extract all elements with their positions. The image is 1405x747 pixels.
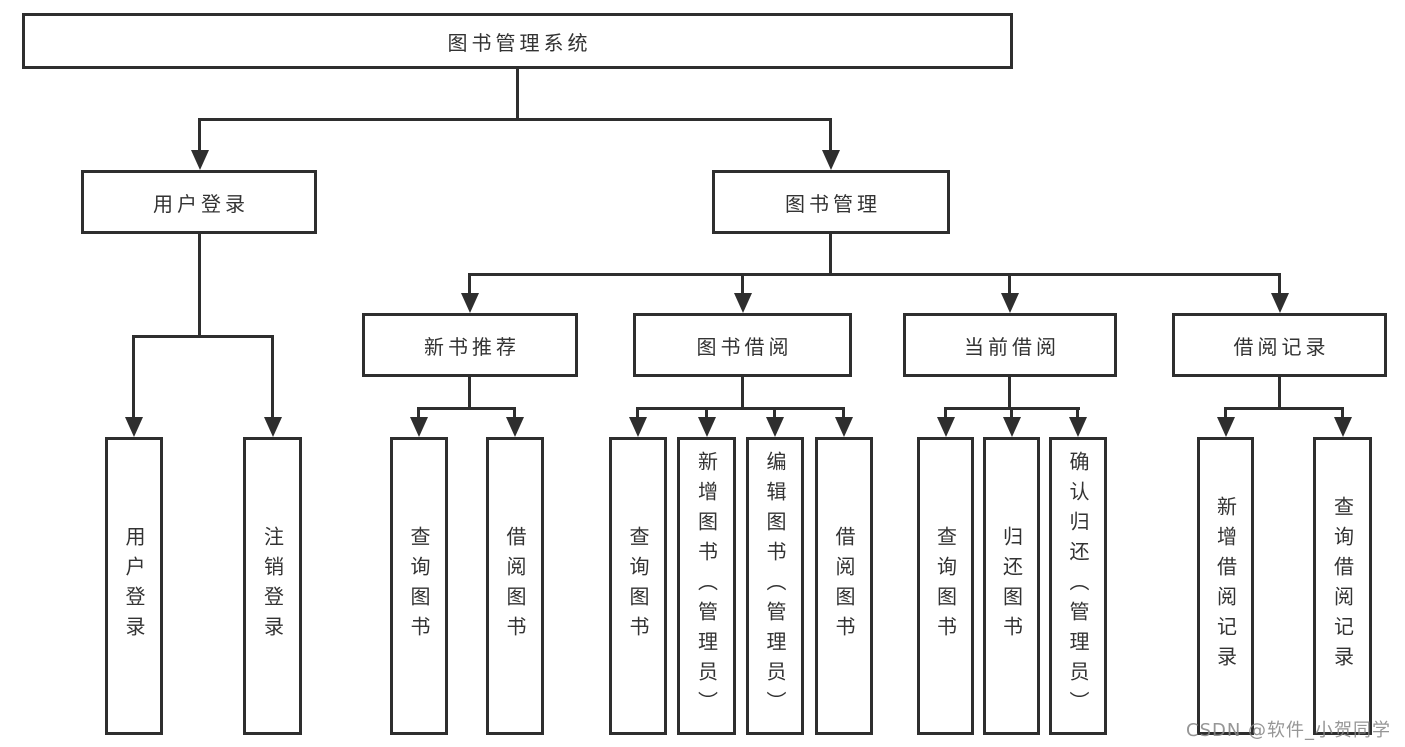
leaf-label: 注销登录 (260, 526, 285, 646)
arrow-down-icon (829, 118, 832, 150)
leaf-label: 新增借阅记录 (1213, 496, 1238, 676)
leaf-borrow-book: 借阅图书 (815, 437, 873, 735)
connector-line (198, 118, 832, 121)
connector-line (516, 69, 519, 118)
node-user-login: 用户登录 (81, 170, 317, 234)
node-label: 新书推荐 (424, 334, 520, 359)
node-label: 图书借阅 (696, 334, 793, 359)
leaf-query-book-current: 查询图书 (917, 437, 974, 735)
arrow-down-icon (636, 407, 639, 417)
leaf-edit-book-admin: 编辑图书（管理员） (746, 437, 804, 735)
arrow-down-icon (842, 407, 845, 417)
connector-line (198, 234, 201, 335)
leaf-borrow-book-recommend: 借阅图书 (486, 437, 544, 735)
leaf-label: 借阅图书 (503, 526, 527, 646)
csdn-watermark: CSDN @软件_小贺同学 (1186, 720, 1392, 741)
node-book-borrow: 图书借阅 (633, 313, 852, 377)
arrow-down-icon (1008, 273, 1011, 293)
arrow-down-icon (773, 407, 776, 417)
node-label: 用户登录 (153, 191, 249, 216)
leaf-label: 归还图书 (999, 526, 1024, 646)
arrow-down-icon (944, 407, 947, 417)
node-current-borrow: 当前借阅 (903, 313, 1117, 377)
node-label: 图书管理 (785, 191, 881, 216)
leaf-return-book: 归还图书 (983, 437, 1040, 735)
leaf-query-book-recommend: 查询图书 (390, 437, 448, 735)
leaf-label: 编辑图书（管理员） (763, 451, 787, 721)
leaf-label: 用户登录 (122, 526, 146, 646)
arrow-down-icon (1341, 407, 1344, 417)
connector-line (132, 335, 274, 338)
leaf-label: 查询借阅记录 (1330, 496, 1355, 676)
leaf-add-book-admin: 新增图书（管理员） (677, 437, 736, 735)
connector-line (829, 234, 832, 273)
arrow-down-icon (1076, 407, 1079, 417)
node-book-management: 图书管理 (712, 170, 950, 234)
leaf-label: 确认归还（管理员） (1066, 451, 1090, 721)
leaf-label: 借阅图书 (832, 526, 856, 646)
node-label: 图书管理系统 (447, 30, 592, 55)
arrow-down-icon (513, 407, 516, 417)
connector-line (417, 407, 516, 410)
connector-line (1278, 377, 1281, 407)
leaf-query-borrow-record: 查询借阅记录 (1313, 437, 1372, 735)
leaf-logout: 注销登录 (243, 437, 302, 735)
arrow-down-icon (271, 335, 274, 417)
arrow-down-icon (741, 273, 744, 293)
node-label: 当前借阅 (964, 334, 1060, 359)
node-new-book-recommend: 新书推荐 (362, 313, 578, 377)
connector-line (468, 377, 471, 407)
node-label: 借阅记录 (1233, 334, 1330, 359)
arrow-down-icon (468, 273, 471, 293)
node-root: 图书管理系统 (22, 13, 1013, 69)
connector-line (468, 273, 1281, 276)
leaf-label: 新增图书（管理员） (694, 451, 719, 721)
arrow-down-icon (417, 407, 420, 417)
arrow-down-icon (1224, 407, 1227, 417)
leaf-label: 查询图书 (933, 526, 958, 646)
leaf-add-borrow-record: 新增借阅记录 (1197, 437, 1254, 735)
arrow-down-icon (132, 335, 135, 417)
leaf-label: 查询图书 (407, 526, 431, 646)
connector-line (1224, 407, 1344, 410)
leaf-label: 查询图书 (626, 526, 650, 646)
connector-line (636, 407, 845, 410)
node-borrow-record: 借阅记录 (1172, 313, 1387, 377)
connector-line (1008, 377, 1011, 407)
arrow-down-icon (1278, 273, 1281, 293)
arrow-down-icon (705, 407, 708, 417)
arrow-down-icon (198, 118, 201, 150)
leaf-confirm-return-admin: 确认归还（管理员） (1049, 437, 1107, 735)
arrow-down-icon (1010, 407, 1013, 417)
connector-line (741, 377, 744, 407)
leaf-query-book-borrow: 查询图书 (609, 437, 667, 735)
leaf-user-login: 用户登录 (105, 437, 163, 735)
